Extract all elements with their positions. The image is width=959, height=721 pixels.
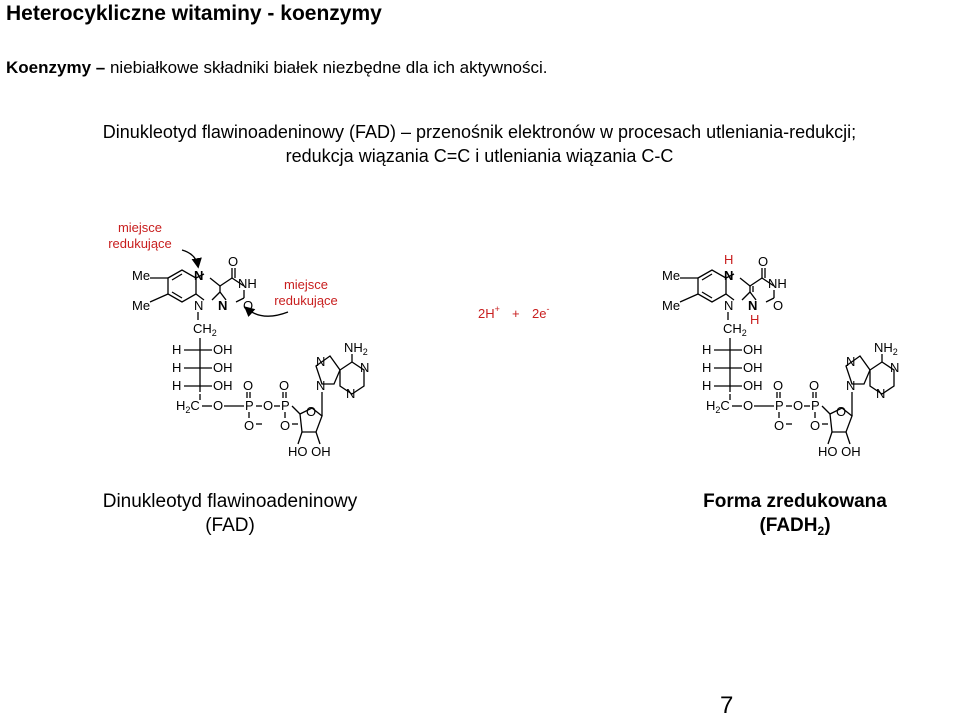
p2-reduced: P [811,398,820,413]
annotation-site1-line2: redukujące [108,236,172,251]
p2: P [281,398,290,413]
benzene-ring [167,269,197,303]
reaction-plus: + [512,306,520,321]
adenine-imidazole [315,355,341,385]
o-p1-minus: O [244,418,254,433]
n10: N [194,298,203,313]
description: Dinukleotyd flawinoadeninowy (FAD) – prz… [0,120,959,168]
adenine-n1: N [360,360,369,375]
o-bridge: O [263,398,273,413]
n5-reduced: N [724,268,733,283]
o2: O [243,298,253,313]
annotation-site2-line2: redukujące [274,293,338,308]
o-p1-minus-reduced: O [774,418,784,433]
fad-structure: miejsce redukujące miejsce redukujące Me… [108,220,369,459]
ch2-phosphate-reduced: H2C [706,398,730,415]
h-c3-reduced: H [702,360,711,375]
me-1: Me [132,268,150,283]
oh-c4-reduced: OH [743,378,763,393]
nh3: NH [238,276,257,291]
n5-highlight: N [194,268,203,283]
h-c3: H [172,360,181,375]
h-c2: H [172,342,181,357]
adenine-nh2: NH2 [344,340,368,357]
me-2-reduced: Me [662,298,680,313]
n1-highlight: N [218,298,227,313]
ribose-ring [299,407,323,433]
fadh2-structure: Me Me H N N N H O NH O CH2 H OH H OH H O… [662,252,899,459]
adenine-n7: N [316,354,325,369]
o2-reduced: O [773,298,783,313]
o-p1-double-reduced: O [773,378,783,393]
adenine-n3: N [346,386,355,401]
adenine-nh2-reduced: NH2 [874,340,898,357]
o-p2-minus-reduced: O [810,418,820,433]
reagent-2h: 2H+ [478,304,500,321]
p1: P [245,398,254,413]
benzene-ring-reduced [697,269,727,303]
annotation-site1-line1: miejsce [118,220,162,235]
o4-reduced: O [758,254,768,269]
subtitle-term: Koenzymy [6,58,92,77]
oh-c3-reduced: OH [743,360,763,375]
annotation-site2-line1: miejsce [284,277,328,292]
o-bridge-reduced: O [793,398,803,413]
me-1-reduced: Me [662,268,680,283]
page-number: 7 [720,692,734,719]
ch2-phosphate: H2C [176,398,200,415]
adenine-n9-reduced: N [846,378,855,393]
caption-fadh2-line1: Forma zredukowana [703,491,887,512]
reaction-text: 2H+ + 2e- [478,304,549,321]
arrow-site1 [181,249,202,269]
reagent-2e: 2e- [532,304,549,321]
nh3-reduced: NH [768,276,787,291]
o-ribose-reduced: O [836,404,846,419]
page-title: Heterocykliczne witaminy - koenzymy [6,2,382,25]
ch2-ribityl-reduced: CH2 [723,321,747,338]
h-n5-added: H [724,252,733,267]
o-p1-double: O [243,378,253,393]
n10-reduced: N [724,298,733,313]
h-c2-reduced: H [702,342,711,357]
o-p2-double: O [279,378,289,393]
caption-fad-line2: (FAD) [205,515,255,536]
description-line-1: Dinukleotyd flawinoadeninowy (FAD) – prz… [102,122,857,142]
ho-oh-ribose: HO OH [288,444,331,459]
oh-c4: OH [213,378,233,393]
o-p2-double-reduced: O [809,378,819,393]
adenine-imidazole-reduced [845,355,871,385]
ch2-ribityl: CH2 [193,321,217,338]
h-c4-reduced: H [702,378,711,393]
adenine-n9: N [316,378,325,393]
subtitle-rest: niebiałkowe składniki białek niezbędne d… [109,58,548,77]
arrow-site2 [244,306,289,318]
o-ester1-reduced: O [743,398,753,413]
adenine-n7-reduced: N [846,354,855,369]
o4: O [228,254,238,269]
o-ester1: O [213,398,223,413]
caption-fadh2-line2: (FADH2) [759,515,831,538]
caption-fad: Dinukleotyd flawinoadeninowy (FAD) [60,490,400,538]
o-p2-minus: O [280,418,290,433]
caption-fadh2: Forma zredukowana (FADH2) [650,490,940,543]
ribose-ring-reduced [829,407,853,433]
o-ribose: O [306,404,316,419]
ho-oh-ribose-reduced: HO OH [818,444,861,459]
h-c4: H [172,378,181,393]
n1-reduced: N [748,298,757,313]
h-n1-added: H [750,312,759,327]
adenine-n1-reduced: N [890,360,899,375]
adenine-n3-reduced: N [876,386,885,401]
description-line-2: redukcja wiązania C=C i utleniania wiąza… [285,146,674,166]
caption-fad-line1: Dinukleotyd flawinoadeninowy [102,491,358,512]
p1-reduced: P [775,398,784,413]
subtitle: Koenzymy – niebiałkowe składniki białek … [6,58,548,78]
me-2: Me [132,298,150,313]
oh-c2: OH [213,342,233,357]
oh-c3: OH [213,360,233,375]
oh-c2-reduced: OH [743,342,763,357]
subtitle-dash: – [95,58,106,77]
